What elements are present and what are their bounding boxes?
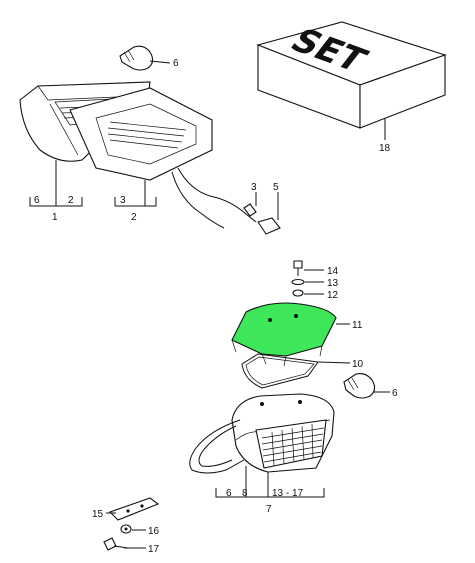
callout-11: 11 <box>352 320 363 331</box>
group7-total: 7 <box>266 504 272 515</box>
screw-17 <box>103 537 146 551</box>
callout-10: 10 <box>352 359 364 370</box>
lamp-housing-top <box>19 81 281 235</box>
bracket-15 <box>106 497 160 521</box>
bulb-mid <box>343 373 390 399</box>
callout-3-top: 3 <box>251 182 257 193</box>
nut-12 <box>292 289 324 297</box>
bracket-group-2 <box>114 180 157 207</box>
callout-6-top: 6 <box>173 58 179 69</box>
callout-6-mid: 6 <box>392 388 398 399</box>
group7-b: 8 <box>242 488 248 499</box>
screw-14 <box>293 260 324 276</box>
callout-17: 17 <box>148 544 160 555</box>
group1-total: 1 <box>52 212 58 223</box>
callout-16: 16 <box>148 526 160 537</box>
gasket-10 <box>241 353 351 389</box>
callout-5: 5 <box>273 182 279 193</box>
bracket-group-1 <box>29 160 83 207</box>
group2-left: 3 <box>120 195 126 206</box>
callout-15: 15 <box>92 509 104 520</box>
callout-13: 13 <box>327 278 339 289</box>
washer-13 <box>291 278 324 286</box>
group1-left: 6 <box>34 195 40 206</box>
group2-total: 2 <box>131 212 137 223</box>
group7-c: 13 - 17 <box>272 488 304 499</box>
callout-18: 18 <box>379 143 391 154</box>
set-box: SET <box>256 21 447 140</box>
bulb-top <box>119 45 171 71</box>
callout-14: 14 <box>327 266 339 277</box>
bracket-group-7 <box>215 466 325 498</box>
callout-12: 12 <box>327 290 339 301</box>
group1-right: 2 <box>68 195 74 206</box>
cover-11-highlighted <box>231 302 350 367</box>
washer-16 <box>120 524 146 534</box>
group7-a: 6 <box>226 488 232 499</box>
lamp-body-7 <box>189 393 335 474</box>
